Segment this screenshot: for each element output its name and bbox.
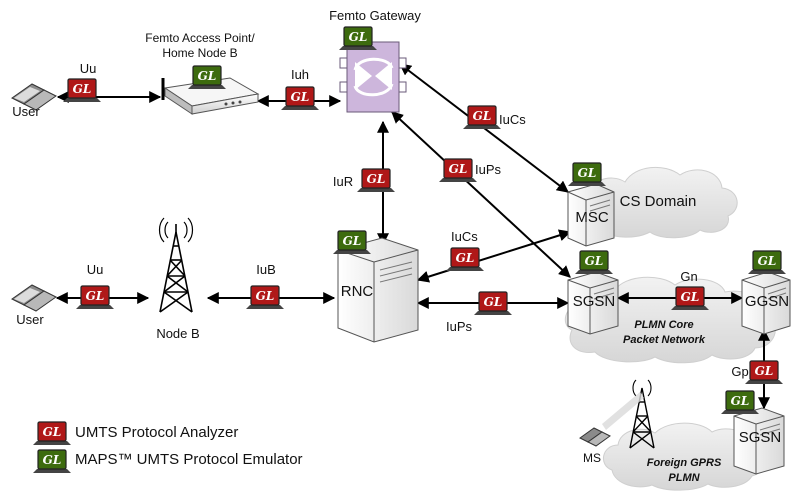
badge-iur-text: GL <box>367 172 386 186</box>
badge-sgsn-text: GL <box>585 254 604 268</box>
badge-sgsn: GL <box>575 250 613 274</box>
badges: GL GL GL GL GL GL GL GL GL GL GL GL GL GL GL GL GL GL GL GL <box>33 26 786 473</box>
link-rnc-msc <box>416 229 572 283</box>
badge-gp-text: GL <box>755 364 774 378</box>
badge-msc: GL <box>568 162 606 186</box>
iface-iucs-mid-label: IuCs <box>451 229 478 244</box>
foreign-sgsn-server <box>733 407 785 475</box>
badge-gn: GL <box>671 286 709 310</box>
foreign-gprs-label-line1: Foreign GPRS <box>647 457 722 469</box>
foreign-sgsn-label: SGSN <box>739 429 782 446</box>
badge-iucs-top: GL <box>463 105 501 129</box>
iface-uu-top-label: Uu <box>80 61 97 76</box>
ms-phone-icon <box>579 427 611 447</box>
iface-iups-bottom-label: IuPs <box>446 319 473 334</box>
badge-foreign-sgsn: GL <box>721 390 759 414</box>
badge-iucs-top-text: GL <box>473 109 492 123</box>
ms-radio-beam <box>602 392 644 430</box>
foreign-gprs-label-line2: PLMN <box>668 472 700 484</box>
badge-iub-text: GL <box>256 289 275 303</box>
badge-rnc-text: GL <box>343 234 362 248</box>
femto-access-point-device <box>161 77 260 115</box>
node-b-tower-icon <box>158 217 194 313</box>
legend-emulator-badge: GL <box>33 449 71 473</box>
badge-msc-text: GL <box>578 166 597 180</box>
badge-iups-bottom: GL <box>474 291 512 315</box>
iface-iub-label: IuB <box>256 262 276 277</box>
badge-ggsn-text: GL <box>758 254 777 268</box>
cs-domain-label: CS Domain <box>620 193 697 210</box>
badge-iucs-mid: GL <box>446 247 484 271</box>
user-phone-bottom-icon <box>11 284 57 312</box>
badge-gp: GL <box>745 360 783 384</box>
iface-iur-label: IuR <box>333 174 353 189</box>
plmn-core-label-line2: Packet Network <box>623 334 706 346</box>
user-top-label: User <box>12 104 40 119</box>
badge-gn-text: GL <box>681 290 700 304</box>
femto-gateway-label: Femto Gateway <box>329 8 421 23</box>
ms-tower-icon <box>629 379 655 449</box>
badge-femto-gateway-text: GL <box>349 30 368 44</box>
badge-femto-gateway: GL <box>339 26 377 50</box>
legend-emulator-badge-text: GL <box>43 453 62 467</box>
link-gateway-sgsn <box>391 111 571 278</box>
femto-ap-label-line2: Home Node B <box>162 46 237 60</box>
ggsn-label: GGSN <box>745 293 789 310</box>
legend-emulator-label: MAPS™ UMTS Protocol Emulator <box>75 451 303 468</box>
legend-analyzer-badge: GL <box>33 421 71 445</box>
plmn-core-label-line1: PLMN Core <box>634 319 693 331</box>
badge-uu-bottom: GL <box>76 285 114 309</box>
badge-femto-ap-text: GL <box>198 69 217 83</box>
badge-iups-top-text: GL <box>449 162 468 176</box>
badge-uu-bottom-text: GL <box>86 289 105 303</box>
badge-iuh: GL <box>281 86 319 110</box>
badge-iups-top: GL <box>439 158 477 182</box>
ms-label: MS <box>583 451 601 465</box>
ggsn-server <box>741 271 791 335</box>
legend-analyzer-badge-text: GL <box>43 425 62 439</box>
iface-gp-label: Gp <box>731 364 748 379</box>
badge-iucs-mid-text: GL <box>456 251 475 265</box>
legend-analyzer-label: UMTS Protocol Analyzer <box>75 424 238 441</box>
badge-foreign-sgsn-text: GL <box>731 394 750 408</box>
msc-label: MSC <box>575 209 609 226</box>
badge-iups-bottom-text: GL <box>484 295 503 309</box>
femto-gateway-box <box>339 41 407 113</box>
femto-ap-label-line1: Femto Access Point/ <box>145 31 255 45</box>
user-phone-top-icon <box>11 83 57 111</box>
badge-ggsn: GL <box>748 250 786 274</box>
iface-iuh-label: Iuh <box>291 67 309 82</box>
sgsn-label: SGSN <box>573 293 616 310</box>
badge-rnc: GL <box>333 230 371 254</box>
node-b-label: Node B <box>156 326 199 341</box>
badge-uu-top-text: GL <box>73 82 92 96</box>
iface-iups-top-label: IuPs <box>475 162 502 177</box>
sgsn-server <box>567 271 619 335</box>
iface-uu-bottom-label: Uu <box>87 262 104 277</box>
badge-iub: GL <box>246 285 284 309</box>
badge-uu-top: GL <box>63 78 101 102</box>
rnc-label: RNC <box>341 283 374 300</box>
iface-iucs-top-label: IuCs <box>499 112 526 127</box>
badge-femto-ap: GL <box>188 65 226 89</box>
user-bottom-label: User <box>16 312 44 327</box>
iface-gn-label: Gn <box>680 269 697 284</box>
badge-iur: GL <box>357 168 395 192</box>
badge-iuh-text: GL <box>291 90 310 104</box>
